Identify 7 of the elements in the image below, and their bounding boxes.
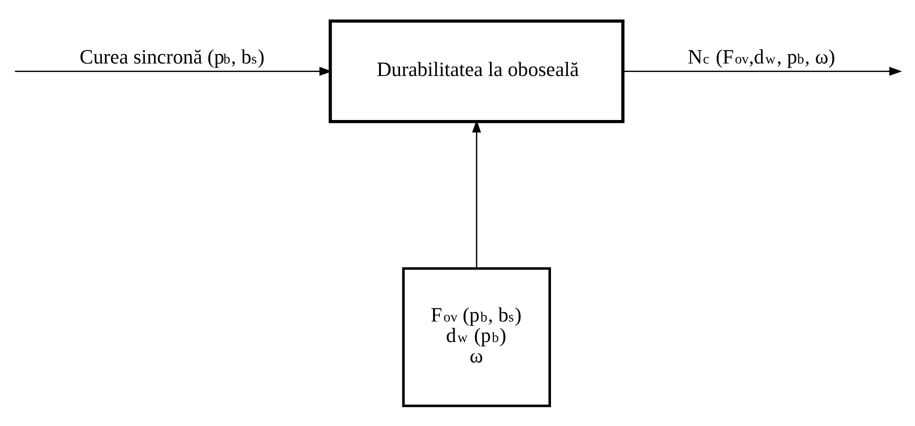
arrow (472, 119, 482, 268)
arrow (623, 66, 902, 76)
node-box: Fov (pb, bs) dw (pb) ω (402, 266, 551, 407)
node-box: Durabilitatea la oboseală (328, 19, 624, 123)
edge-label: Nc (Fov,dw, pb, ω) (688, 46, 836, 68)
arrow (14, 66, 332, 76)
edge-label: Curea sincronă (pb, bs) (80, 46, 265, 68)
